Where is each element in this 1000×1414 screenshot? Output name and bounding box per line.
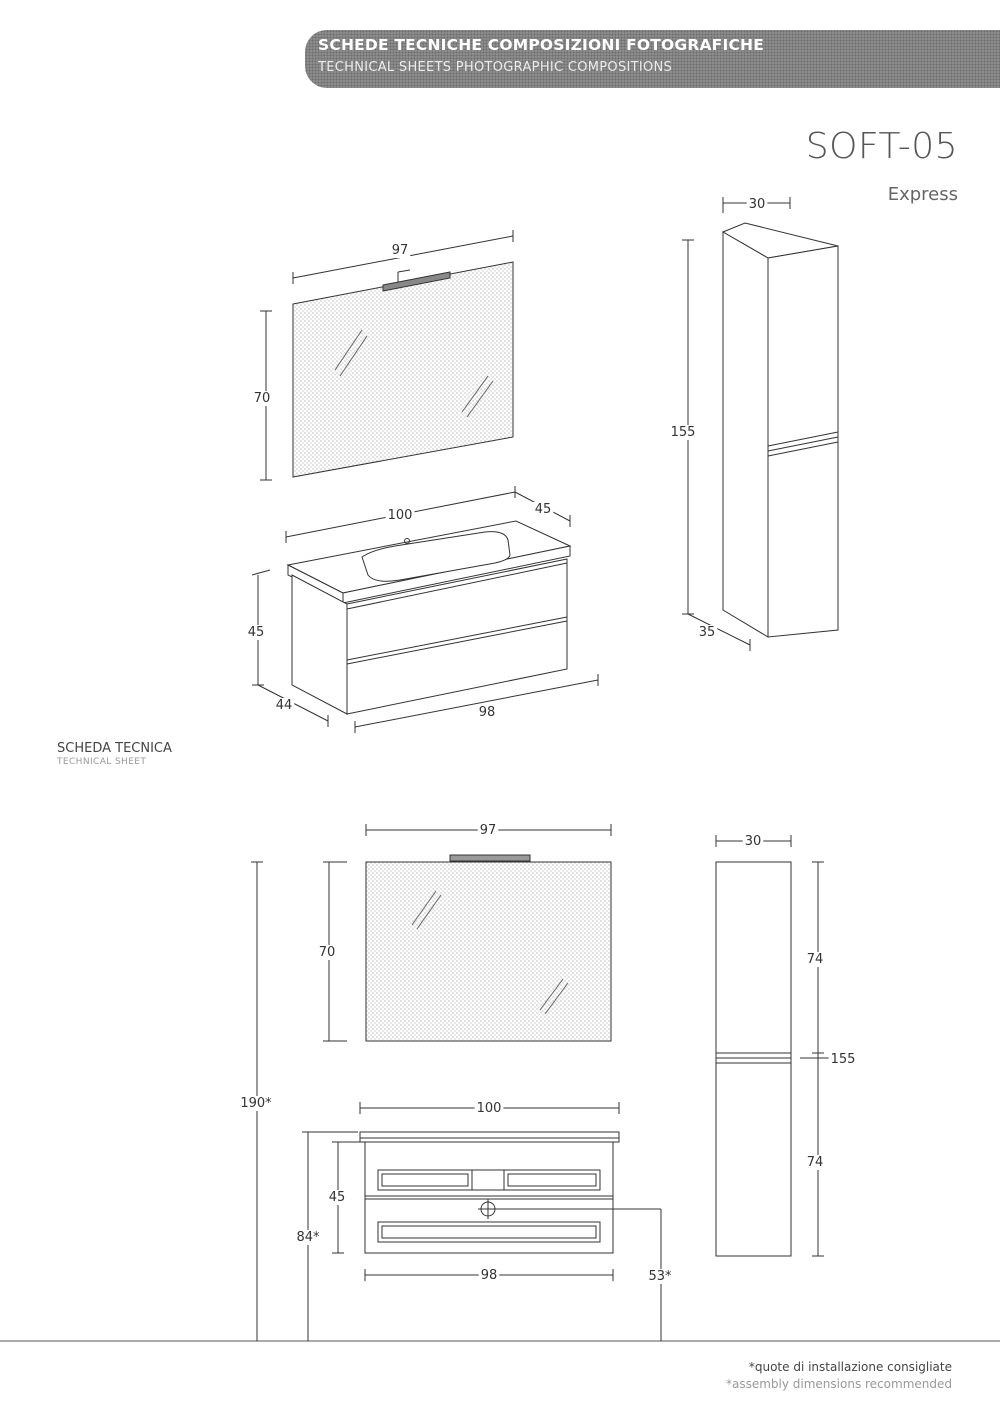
label-background	[273, 698, 295, 713]
label-background	[646, 1269, 675, 1284]
label-background	[742, 834, 764, 849]
label-background	[238, 1096, 275, 1111]
label-background	[245, 625, 267, 640]
dim-install-height: 84*	[296, 1230, 320, 1245]
header-banner	[305, 30, 1000, 88]
model-code: SOFT-05	[805, 126, 958, 167]
front-dimension-labels: 97 70 30 74 155 74 190* 100 45 84* 98 53…	[238, 823, 858, 1284]
dim-cabinet-depth: 44	[276, 698, 293, 713]
column-front	[715, 861, 792, 1257]
dim-front-cabinet-width: 98	[481, 1268, 498, 1283]
label-background	[668, 425, 698, 440]
footnote-english: *assembly dimensions recommended	[725, 1377, 952, 1391]
dim-column-width: 30	[749, 197, 766, 212]
dim-front-mirror-height: 70	[319, 945, 336, 960]
mirror-perspective	[292, 261, 514, 478]
dim-drain-height: 53*	[648, 1269, 672, 1284]
vanity-perspective	[286, 520, 572, 715]
label-background	[746, 197, 768, 212]
label-background	[476, 705, 498, 720]
model-line: Express	[887, 184, 958, 205]
mirror-front	[365, 854, 612, 1042]
dim-column-depth: 35	[699, 625, 716, 640]
dim-column-upper: 74	[807, 952, 824, 967]
dim-total-height: 190*	[240, 1096, 272, 1111]
dim-mirror-height: 70	[254, 391, 271, 406]
label-background	[474, 1101, 504, 1116]
label-background	[804, 952, 826, 967]
footnote-italian: *quote di installazione consigliate	[748, 1360, 952, 1374]
label-background	[477, 823, 499, 838]
dim-front-cabinet-height: 45	[329, 1190, 346, 1205]
perspective-dimension-labels: 97 70 100 45 45 44 98 30 155 35	[245, 197, 768, 720]
dim-front-column-width: 30	[745, 834, 762, 849]
label-background	[389, 243, 411, 258]
label-background	[294, 1230, 323, 1245]
label-background	[696, 625, 718, 640]
column-perspective	[721, 222, 839, 638]
dim-column-lower: 74	[807, 1155, 824, 1170]
dim-cabinet-width: 98	[479, 705, 496, 720]
dim-front-mirror-width: 97	[480, 823, 497, 838]
header-title: SCHEDE TECNICHE COMPOSIZIONI FOTOGRAFICH…	[318, 36, 764, 54]
section-sublabel: TECHNICAL SHEET	[57, 757, 147, 767]
label-background	[251, 391, 273, 406]
perspective-view	[251, 197, 839, 733]
label-background	[478, 1268, 500, 1283]
dim-front-basin-width: 100	[477, 1101, 502, 1116]
dim-cabinet-height: 45	[248, 625, 265, 640]
label-background	[532, 502, 554, 517]
dim-mirror-width: 97	[392, 243, 409, 258]
label-background	[385, 508, 415, 523]
header-subtitle: TECHNICAL SHEETS PHOTOGRAPHIC COMPOSITIO…	[318, 60, 673, 75]
front-view	[0, 824, 1000, 1342]
dim-column-height: 155	[671, 425, 696, 440]
dim-basin-depth: 45	[535, 502, 552, 517]
label-background	[828, 1052, 858, 1067]
dim-basin-width: 100	[388, 508, 413, 523]
dim-column-total: 155	[831, 1052, 856, 1067]
label-background	[316, 945, 338, 960]
label-background	[326, 1190, 348, 1205]
label-background	[804, 1155, 826, 1170]
vanity-front	[359, 1131, 620, 1254]
section-label: SCHEDA TECNICA	[57, 741, 172, 756]
